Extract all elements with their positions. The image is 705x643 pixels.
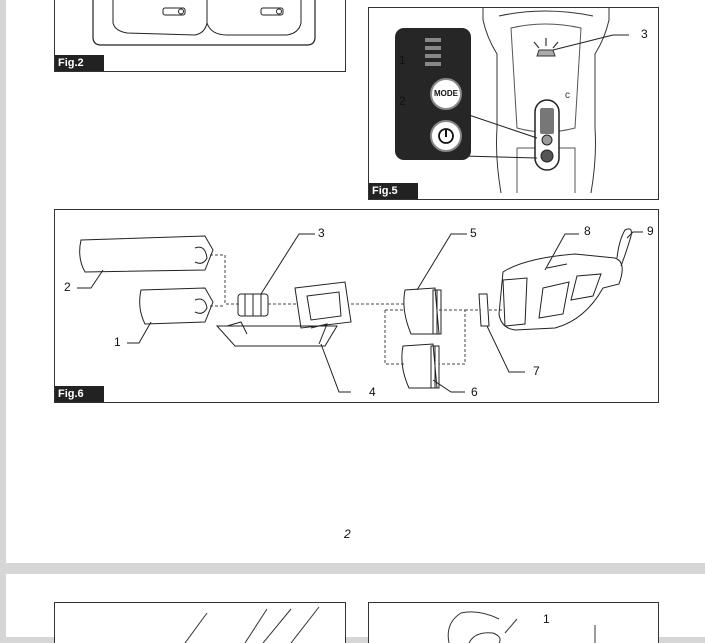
next-page-figure-right: 1: [368, 602, 659, 643]
manual-page-next: 1: [6, 574, 705, 643]
fig5-illustration: c: [409, 8, 629, 194]
figure-6: 1 2 3 4 5 6 7 8 9 Fig.6: [54, 209, 659, 403]
fig6-callout-9: 9: [647, 224, 654, 238]
fig2-label: Fig.2: [55, 55, 104, 71]
next-page-callout-1: 1: [543, 612, 550, 626]
fig5-callout-2: 2: [399, 94, 406, 108]
fig6-label: Fig.6: [55, 386, 104, 402]
right-figure-lines: [447, 611, 596, 643]
figure-2: Fig.2: [54, 0, 346, 72]
fig6-illustration: [77, 228, 643, 393]
fig6-callout-8: 8: [584, 224, 591, 238]
fig2-illustration: [92, 0, 316, 46]
figure-5: c MODE 1 2 3 Fig.5: [368, 7, 659, 200]
fig6-callout-1: 1: [114, 335, 121, 349]
fig6-callout-4: 4: [369, 385, 376, 399]
fig6-callout-6: 6: [471, 385, 478, 399]
fig6-callout-7: 7: [533, 364, 540, 378]
fig5-label: Fig.5: [369, 183, 418, 199]
fig5-callout-1: 1: [399, 53, 406, 67]
mode-level-indicator: [425, 38, 441, 66]
fig5-callout-3: 3: [641, 27, 648, 41]
mode-button[interactable]: MODE: [430, 78, 462, 110]
manual-page: Fig.2: [6, 0, 705, 563]
mode-button-label: MODE: [434, 89, 458, 98]
page-number: 2: [344, 527, 351, 541]
fig6-callout-5: 5: [470, 226, 477, 240]
svg-text:c: c: [565, 90, 570, 101]
fig6-callout-2: 2: [64, 280, 71, 294]
power-icon: [438, 128, 454, 144]
fig6-callout-3: 3: [318, 226, 325, 240]
left-figure-lines: [184, 606, 320, 643]
power-button[interactable]: [430, 120, 462, 152]
